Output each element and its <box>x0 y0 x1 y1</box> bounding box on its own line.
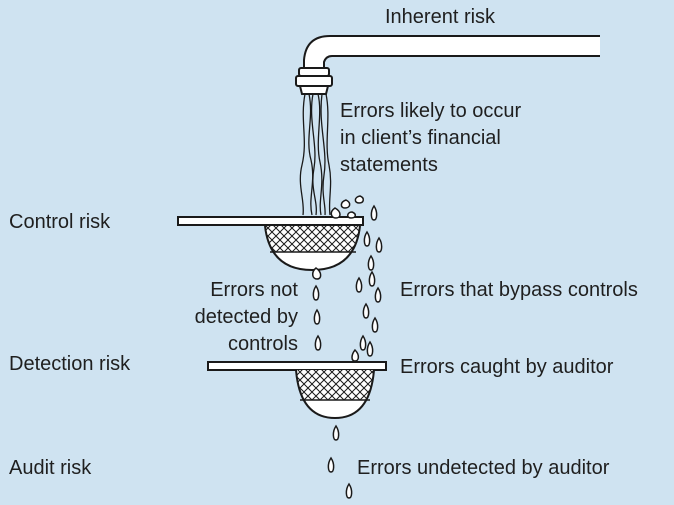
pipe <box>295 35 600 95</box>
errors-likely-line-2: in client’s financial <box>340 127 501 149</box>
detection-risk-label: Detection risk <box>9 353 131 375</box>
errors-caught-label: Errors caught by auditor <box>400 356 614 378</box>
audit-risk-label: Audit risk <box>9 457 92 479</box>
bypass-drops <box>351 230 383 362</box>
errors-not-detected-line-1: Errors not <box>210 279 298 301</box>
errors-not-detected-line-3: controls <box>227 333 298 355</box>
water-stream <box>299 93 332 216</box>
splash-drops <box>330 195 378 221</box>
control-risk-label: Control risk <box>9 211 111 233</box>
errors-likely-line-3: statements <box>340 154 438 176</box>
errors-likely-line-1: Errors likely to occur <box>340 100 522 122</box>
errors-undetected-label: Errors undetected by auditor <box>357 457 610 479</box>
detection-sieve <box>207 361 387 420</box>
inherent-risk-label: Inherent risk <box>385 6 496 28</box>
errors-not-detected-line-2: detected by <box>194 306 298 328</box>
errors-bypass-label: Errors that bypass controls <box>400 279 638 301</box>
undetected-auditor-drops <box>327 424 353 499</box>
control-sieve <box>177 216 364 272</box>
undetected-control-drops <box>312 267 322 351</box>
